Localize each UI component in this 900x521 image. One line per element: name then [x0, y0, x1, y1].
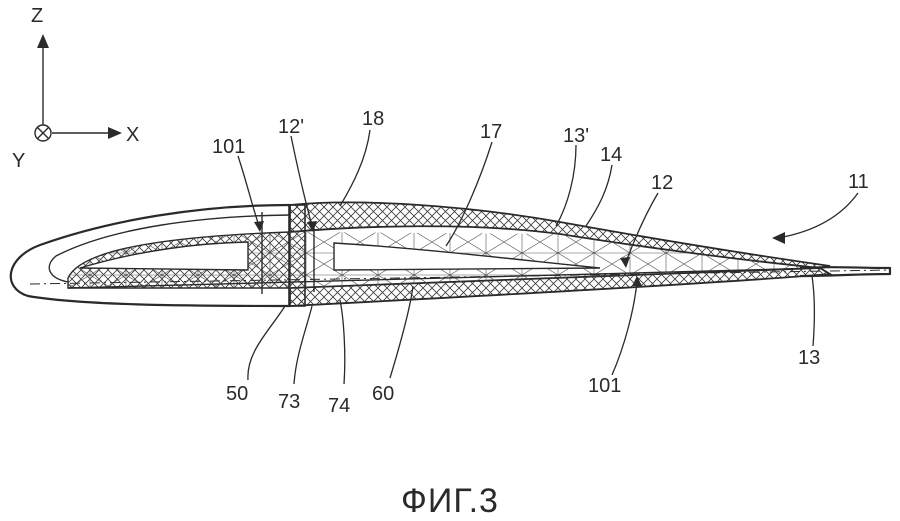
figure-caption: ФИГ.3: [401, 482, 499, 520]
arrow-101-bottom-icon: [632, 276, 642, 286]
leading-edge-shell: [9, 203, 291, 308]
label-60: 60: [372, 383, 394, 405]
y-axis-circle-icon: [34, 124, 52, 142]
leading-edge-inner-line: [48, 214, 291, 283]
leader-74: [339, 299, 346, 385]
leader-17: [445, 141, 493, 247]
label-73: 73: [278, 391, 300, 413]
axes-glyph: Z X Y: [12, 5, 139, 172]
label-74: 74: [328, 395, 350, 417]
label-101-bottom: 101: [588, 375, 621, 397]
label-50: 50: [226, 383, 248, 405]
arrow-12p-icon: [307, 221, 317, 232]
spar-73: [288, 204, 306, 307]
airfoil-section: [9, 201, 892, 308]
front-wedge-core: [79, 241, 249, 271]
leader-60: [389, 285, 414, 379]
label-18: 18: [362, 108, 384, 130]
z-axis-label: Z: [31, 5, 43, 27]
leader-13p: [555, 144, 577, 227]
leader-11: [777, 192, 859, 239]
z-arrow-icon: [37, 34, 49, 48]
label-12: 12: [651, 172, 673, 194]
label-11: 11: [848, 171, 869, 193]
trailing-edge-plate: [799, 266, 892, 278]
label-12p: 12': [278, 116, 304, 138]
y-axis-cross-icon: [37, 127, 49, 139]
arrow-11-icon: [772, 232, 785, 244]
leader-101-bottom: [611, 281, 638, 376]
lower-core-boundary: [67, 267, 821, 289]
leader-101-top: [237, 155, 260, 227]
leader-13: [811, 275, 816, 347]
leader-12p: [290, 135, 313, 227]
arrow-12-icon: [620, 257, 630, 268]
label-13p: 13': [563, 125, 589, 147]
x-axis-label: X: [126, 124, 139, 146]
leader-lines: [237, 129, 859, 385]
leader-14: [585, 164, 613, 227]
leader-50: [247, 305, 286, 381]
arrow-101-top-icon: [254, 221, 264, 232]
label-14: 14: [600, 144, 622, 166]
leader-18: [339, 129, 371, 207]
y-axis-label: Y: [12, 150, 25, 172]
label-13: 13: [798, 347, 820, 369]
chord-line: [29, 269, 891, 285]
label-101-top: 101: [212, 136, 245, 158]
x-arrow-icon: [108, 127, 122, 139]
reference-labels: 101 12' 18 17 13' 14 12 11 50 73 74 60 1…: [212, 108, 869, 417]
leader-73: [293, 305, 313, 385]
main-wedge-core: [333, 242, 601, 271]
label-17: 17: [480, 121, 502, 143]
